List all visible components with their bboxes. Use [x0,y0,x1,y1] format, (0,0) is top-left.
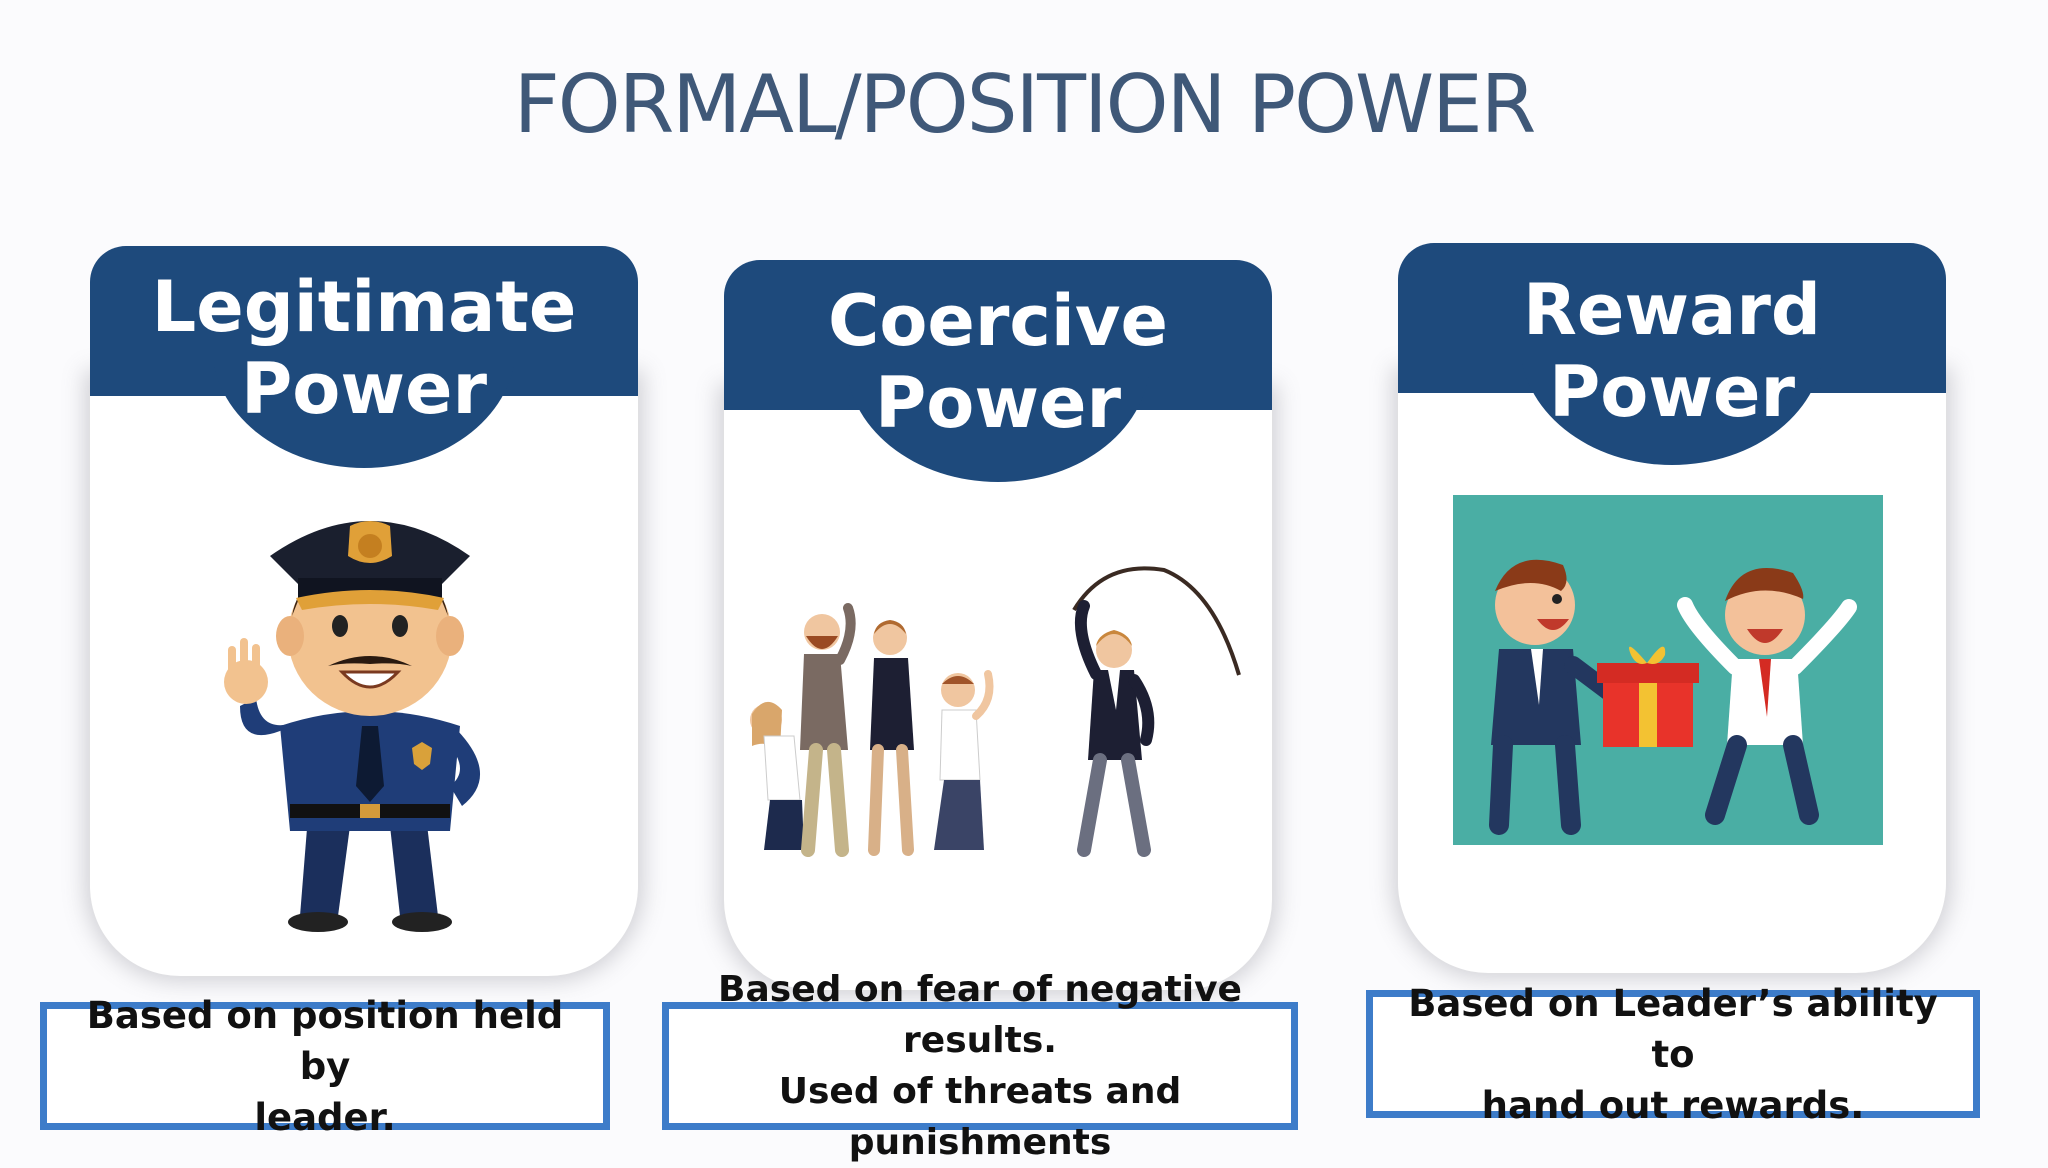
card-reward-power: Reward Power [1398,243,1946,983]
description-line1: Based on fear of negative results. [718,969,1242,1061]
description-box-reward: Based on Leader’s ability to hand out re… [1366,982,1980,1127]
police-officer-illustration [224,521,481,932]
card-title-line1: Legitimate [151,266,577,348]
card-title: Reward Power [1398,269,1946,433]
card-coercive-power: Coercive Power [724,260,1272,1000]
slide-title: FORMAL/POSITION POWER [513,58,1537,151]
description-box-legitimate: Based on position held by leader. [40,994,610,1139]
card-title: Legitimate Power [90,266,638,430]
description-box-coercive: Based on fear of negative results. Used … [662,969,1298,1163]
coercion-whip-illustration [750,566,1241,857]
description-line1: Based on Leader’s ability to [1408,981,1938,1076]
card-title-line1: Coercive [827,280,1169,362]
description-line1: Based on position held by [86,993,564,1088]
card-title-line2: Power [874,362,1122,444]
card-title-line1: Reward Power [1523,269,1821,433]
gift-giving-illustration [1453,495,1883,845]
description-line2: hand out rewards. [1481,1083,1865,1127]
card-title-line2: Power [240,348,488,430]
card-title: Coercive Power [724,280,1272,444]
card-legitimate-power: Legitimate Power [90,246,638,986]
description-line2: leader. [254,1095,396,1139]
description-line2: Used of threats and punishments [778,1071,1182,1163]
